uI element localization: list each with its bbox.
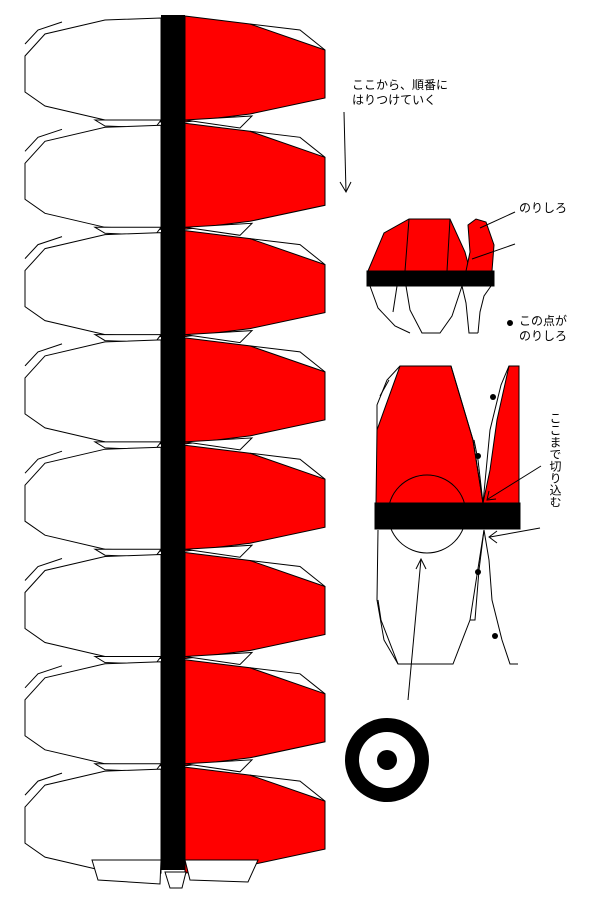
red-panel [184,766,326,874]
bottom-tab [184,859,259,883]
flap-line [249,130,326,158]
white-panel [24,553,162,660]
start-arrow [339,111,352,194]
start-instruction: ここから、順番に はりつけていく [352,78,448,108]
glue-tab-label: のりしろ [519,201,568,215]
flap-line [24,236,63,259]
strip-segment [24,122,326,236]
start-instruction-line2: はりつけていく [352,93,437,107]
flap-line [24,558,63,581]
bottom-tab [91,859,162,885]
flap-line [24,343,63,367]
white-panel [24,661,162,767]
connector-tab [184,651,254,666]
red-panel [184,15,326,123]
flap-line [249,23,326,51]
flap-line [24,21,63,45]
dot-glue-note: この点が のりしろ [519,314,567,344]
flap-line [249,452,326,480]
dot-glue-line2: のりしろ [519,329,568,343]
strip-segment [24,551,326,666]
cut-here-label: ここまで切り込む [548,412,562,508]
flap-line [24,128,63,152]
white-panel [24,446,162,552]
red-panel [184,122,326,230]
bottom-tab [164,871,187,889]
flap-line [249,560,326,587]
connector-tab [184,544,254,558]
connector-tab [184,437,254,451]
flap-line [249,345,326,373]
cut-arrows [407,465,542,701]
strip-segment [24,230,326,344]
flap-line [249,238,326,265]
strip-segment [24,766,326,874]
large-assembled-part [374,365,521,665]
small-assembled-part [366,218,495,334]
connector-tab [184,222,254,236]
strip-segment [24,337,326,451]
white-panel [24,17,162,123]
dot-glue-line1: この点が [519,314,568,328]
strip-segment [24,444,326,558]
white-panel [24,232,162,338]
flap-line [24,772,63,796]
connector-tab [184,115,254,129]
red-panel [184,659,326,767]
glue-tab-pointer [471,211,516,260]
flap-line [249,667,326,695]
glue-dot-legend [507,320,513,326]
white-panel [24,768,162,874]
red-panel [184,337,326,445]
strip-segment [24,659,326,773]
segment-strip [24,15,326,889]
white-panel [24,339,162,445]
white-panel [24,124,162,230]
red-panel [184,230,326,338]
red-panel [184,551,326,660]
flap-line [24,665,63,689]
start-instruction-line1: ここから、順番に [352,78,449,92]
red-panel [184,444,326,552]
glue-dots [475,394,498,639]
flap-line [249,774,326,802]
strip-segment [24,15,326,129]
connector-tab [184,759,254,773]
black-spine [161,15,185,870]
target-circle [345,718,429,802]
connector-tab [184,330,254,344]
flap-line [24,450,63,474]
